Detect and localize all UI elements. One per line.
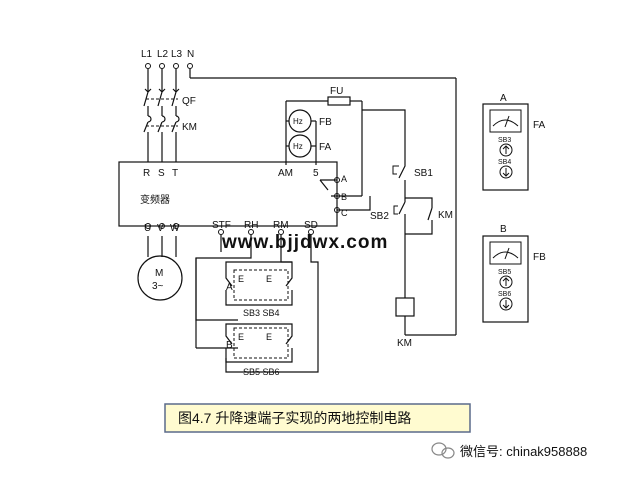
panel-b-sb5: SB5 [498, 269, 511, 276]
fb-meter-label: Hz [293, 117, 303, 126]
panel-b-meter: FB [533, 252, 546, 263]
vfd-box: R S T AM 5 变频器 U V W STF RH RM SD A B C [118, 161, 348, 234]
caption: 图4.7 升降速端子实现的两地控制电路 [164, 403, 471, 433]
label-t: T [172, 168, 178, 179]
sb3-e: E [238, 274, 244, 284]
label-fu: FU [330, 86, 343, 97]
motor-m: M [155, 268, 163, 279]
label-am: AM [278, 168, 293, 179]
label-rh: RH [244, 220, 258, 231]
panel-b: B SB5 SB6 FB [482, 224, 546, 323]
meters: FU Hz FB Hz FA [285, 86, 363, 197]
label-l3: L3 [171, 49, 183, 60]
motor: M 3~ [137, 223, 183, 301]
fa-meter-label: Hz [293, 142, 303, 151]
sb6-e: E [266, 332, 272, 342]
label-sb1: SB1 [414, 168, 433, 179]
label-km-side: KM [438, 210, 453, 221]
label-km-main: KM [182, 122, 197, 133]
label-r: R [143, 168, 150, 179]
label-sb5-sb6: SB5 SB6 [243, 367, 280, 377]
panel-a: A SB3 SB4 FA [482, 93, 546, 191]
sb4-e: E [266, 274, 272, 284]
km-main-contacts: KM [143, 112, 197, 162]
label-b: B [341, 192, 347, 202]
group-a-label: A [226, 282, 233, 293]
label-sd: SD [304, 220, 318, 231]
label-rm: RM [273, 220, 289, 231]
footer-text: 微信号: chinak958888 [460, 444, 587, 459]
start-stop-circuit: SB1 SB2 KM KM [337, 109, 453, 349]
label-c: C [341, 208, 348, 218]
label-sb3-sb4: SB3 SB4 [243, 308, 280, 318]
vfd-label: 变频器 [140, 193, 170, 206]
control-wiring: E E A SB3 SB4 E E B SB5 SB6 [195, 229, 319, 377]
qf-breaker: QF [143, 88, 196, 112]
label-qf: QF [182, 96, 196, 107]
motor-phase: 3~ [152, 281, 164, 292]
panel-b-title: B [500, 224, 507, 235]
watermark: www.bjjdwx.com [221, 232, 388, 253]
panel-a-title: A [500, 93, 507, 104]
label-stf: STF [212, 220, 231, 231]
sb5-e: E [238, 332, 244, 342]
label-fb: FB [319, 117, 332, 128]
label-fa: FA [319, 142, 332, 153]
label-s: S [158, 168, 165, 179]
footer: 微信号: chinak958888 [431, 442, 587, 459]
label-five: 5 [313, 168, 319, 179]
label-sb2: SB2 [370, 211, 389, 222]
panel-b-sb6: SB6 [498, 291, 511, 298]
group-b-label: B [226, 340, 233, 351]
label-n: N [187, 49, 194, 60]
label-km-coil: KM [397, 338, 412, 349]
label-a: A [341, 174, 347, 184]
panel-a-sb4: SB4 [498, 159, 511, 166]
label-l2: L2 [157, 49, 169, 60]
wechat-icon [431, 442, 455, 459]
supply-lines: L1 L2 L3 N [141, 49, 457, 336]
panel-a-meter: FA [533, 120, 546, 131]
caption-text: 图4.7 升降速端子实现的两地控制电路 [178, 410, 411, 426]
panel-a-sb3: SB3 [498, 137, 511, 144]
label-l1: L1 [141, 49, 153, 60]
